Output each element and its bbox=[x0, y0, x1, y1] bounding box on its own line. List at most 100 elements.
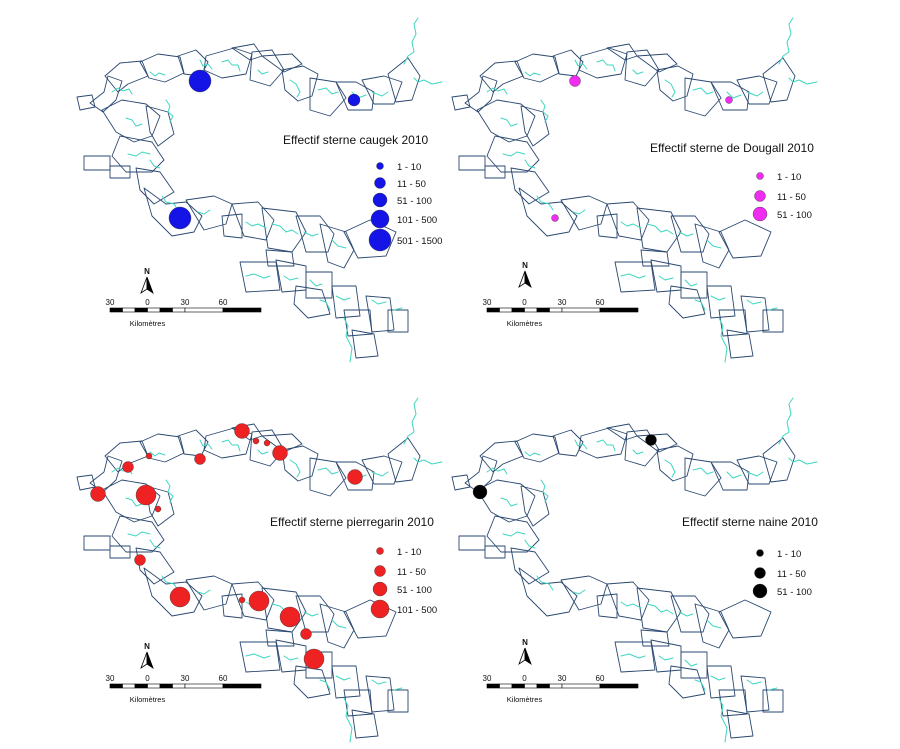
legend-swatch bbox=[376, 162, 384, 170]
river-line bbox=[596, 439, 616, 452]
scale-unit-label: Kilomètres bbox=[507, 695, 543, 704]
river-line bbox=[524, 71, 541, 77]
river-line bbox=[125, 497, 143, 507]
legend-label: 51 - 100 bbox=[777, 587, 812, 598]
sector-polygon bbox=[351, 329, 379, 359]
river-line bbox=[393, 307, 403, 311]
scale-tick-label: 0 bbox=[145, 674, 150, 683]
sector-polygon bbox=[387, 309, 409, 333]
river-line bbox=[199, 59, 213, 70]
scale-segment bbox=[561, 683, 601, 689]
scale-segment bbox=[134, 683, 148, 689]
colony-symbol bbox=[347, 469, 363, 485]
sector-polygon bbox=[293, 665, 331, 699]
sector-polygon bbox=[265, 629, 295, 647]
colony-symbol bbox=[238, 596, 246, 604]
sector-polygon bbox=[710, 461, 750, 491]
scale-tick-label: 0 bbox=[145, 298, 150, 307]
river-line bbox=[149, 71, 166, 77]
scale-segment bbox=[524, 307, 538, 313]
map-title: Effectif sterne naine 2010 bbox=[682, 515, 818, 529]
river-line bbox=[718, 317, 728, 363]
river-line bbox=[149, 539, 161, 549]
river-line bbox=[646, 603, 674, 615]
scale-segment bbox=[536, 307, 550, 313]
river-line bbox=[149, 159, 161, 169]
scale-segment bbox=[524, 683, 538, 689]
river-line bbox=[111, 87, 133, 95]
river-line bbox=[303, 611, 319, 617]
scale-tick-label: 30 bbox=[181, 298, 190, 307]
river-line bbox=[331, 619, 347, 629]
colony-symbol bbox=[194, 453, 206, 465]
river-line bbox=[524, 451, 541, 457]
colony-symbol bbox=[168, 206, 192, 230]
river-line bbox=[317, 87, 339, 95]
north-arrow-left bbox=[140, 651, 148, 670]
sector-polygon bbox=[762, 309, 784, 333]
sector-polygon bbox=[109, 545, 131, 559]
legend-swatch bbox=[372, 192, 388, 208]
sector-polygon bbox=[295, 215, 335, 253]
scale-segment bbox=[222, 683, 262, 689]
river-line bbox=[664, 459, 676, 478]
colony-symbol bbox=[347, 93, 361, 107]
colony-symbol bbox=[551, 214, 559, 222]
sector-polygon bbox=[656, 65, 694, 102]
scale-segment bbox=[184, 307, 224, 313]
sector-polygon bbox=[518, 187, 578, 237]
river-line bbox=[746, 471, 764, 477]
sector-polygon bbox=[101, 479, 161, 523]
scale-segment bbox=[172, 307, 186, 313]
colony-symbol bbox=[645, 434, 657, 446]
sector-polygon bbox=[319, 223, 355, 269]
river-line bbox=[778, 17, 794, 65]
scale-segment bbox=[599, 307, 639, 313]
colony-symbol bbox=[300, 628, 312, 640]
north-arrow-right bbox=[524, 270, 532, 289]
river-line bbox=[335, 675, 351, 681]
scale-tick-label: 60 bbox=[596, 298, 605, 307]
river-line bbox=[343, 697, 353, 743]
scale-segment bbox=[147, 683, 161, 689]
north-label: N bbox=[144, 267, 150, 276]
river-line bbox=[620, 221, 642, 229]
sector-polygon bbox=[718, 219, 772, 259]
river-line bbox=[127, 151, 151, 157]
river-line bbox=[393, 687, 403, 691]
sector-polygon bbox=[694, 223, 730, 269]
legend-swatch bbox=[756, 549, 764, 557]
scale-segment bbox=[184, 683, 224, 689]
legend-swatch bbox=[754, 190, 766, 202]
sector-polygon bbox=[486, 135, 540, 173]
north-arrow-right bbox=[146, 651, 154, 670]
coastline-map bbox=[76, 17, 443, 363]
river-line bbox=[221, 439, 241, 452]
river-line bbox=[540, 479, 549, 503]
sector-polygon bbox=[726, 329, 754, 359]
sector-polygon bbox=[636, 587, 682, 633]
legend-swatch bbox=[372, 581, 388, 597]
sector-polygon bbox=[145, 485, 175, 527]
river-line bbox=[371, 471, 389, 477]
sector-polygon bbox=[762, 437, 796, 483]
river-line bbox=[500, 117, 518, 127]
legend-swatch bbox=[756, 172, 764, 180]
river-line bbox=[303, 231, 319, 237]
river-line bbox=[257, 69, 269, 75]
sector-polygon bbox=[143, 567, 203, 617]
colony-symbol bbox=[263, 439, 271, 447]
sector-polygon bbox=[451, 94, 471, 111]
sector-polygon bbox=[351, 709, 379, 739]
river-line bbox=[706, 239, 722, 249]
river-line bbox=[317, 467, 339, 475]
river-line bbox=[664, 79, 676, 98]
north-label: N bbox=[522, 261, 528, 270]
river-line bbox=[486, 467, 508, 475]
sector-polygon bbox=[762, 689, 784, 713]
colony-symbol bbox=[154, 505, 162, 513]
river-line bbox=[283, 275, 299, 281]
